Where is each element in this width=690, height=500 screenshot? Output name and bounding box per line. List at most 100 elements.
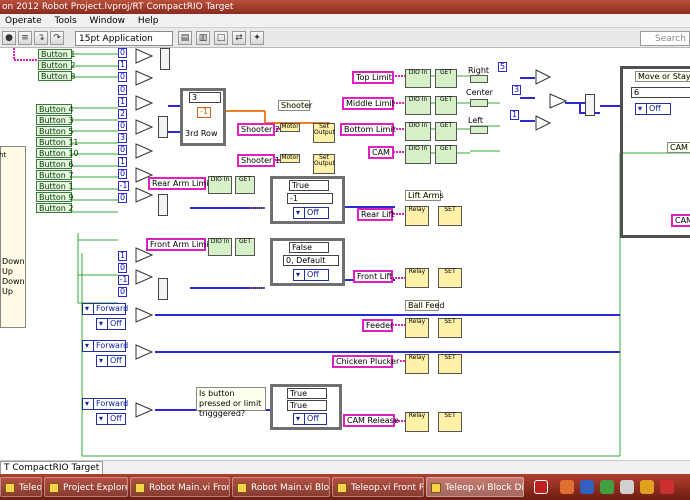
relay-block[interactable]: Relay [405, 318, 429, 338]
button-control[interactable]: Button 6 [36, 159, 73, 169]
taskbar-item[interactable]: Robot Main.vi Fron... [130, 477, 230, 497]
button-control[interactable]: Button 1 [38, 49, 75, 59]
get-block[interactable]: GET [435, 122, 457, 141]
numeric-constant[interactable]: 0 [118, 72, 127, 82]
relay-block[interactable]: Relay [405, 268, 429, 288]
compound-add-node[interactable] [585, 94, 595, 116]
acrobat-tray-icon[interactable] [534, 480, 548, 494]
cam-release-reference[interactable]: CAM Release [343, 414, 399, 427]
get-block[interactable]: GET [235, 176, 255, 194]
front-arm-limit-reference[interactable]: Front Arm Limit [146, 238, 212, 251]
menu-operate[interactable]: Operate [5, 16, 42, 26]
dio-get-block[interactable]: DIO In [405, 122, 431, 141]
middle-limit-reference[interactable]: Middle Limit [342, 97, 395, 110]
forward-ring-constant[interactable]: ▾Forward [82, 303, 128, 315]
align-icon[interactable]: ▤ [178, 31, 192, 45]
menu-tools[interactable]: Tools [54, 16, 77, 26]
numeric-constant[interactable]: 1 [510, 110, 519, 120]
menu-window[interactable]: Window [89, 16, 126, 26]
cam-reference[interactable]: CAM [671, 214, 690, 227]
off-ring-constant[interactable]: ▾Off [293, 413, 327, 425]
case-selector[interactable]: 3 [189, 92, 221, 103]
retain-wire-icon[interactable]: ≡ [18, 31, 32, 45]
off-ring-constant[interactable]: ▾Off [96, 318, 126, 330]
case-selector-inner[interactable]: True [287, 400, 327, 411]
numeric-constant[interactable]: 1 [118, 60, 127, 70]
dio-get-block[interactable]: DIO In [208, 176, 232, 194]
case-selector[interactable]: False [289, 242, 329, 253]
off-ring-constant[interactable]: ▾Off [96, 355, 126, 367]
block-diagram[interactable]: ht Down Up Down Up Button 1 Button 2 But… [0, 48, 690, 460]
off-ring-constant[interactable]: ▾Off [96, 413, 126, 425]
get-block[interactable]: GET [235, 238, 255, 256]
dio-get-block[interactable]: DIO In [405, 69, 431, 88]
off-ring-constant[interactable]: ▾Off [635, 103, 671, 115]
compound-add-node[interactable] [158, 278, 168, 300]
numeric-constant[interactable]: 3 [118, 133, 127, 143]
motor-set-output-block[interactable]: Set Output [313, 154, 335, 174]
target-label[interactable]: T CompactRIO Target [0, 461, 104, 475]
relay-set-block[interactable]: SET [438, 354, 462, 374]
lightbulb-icon[interactable]: ● [2, 31, 16, 45]
bottom-limit-reference[interactable]: Bottom Limit [340, 123, 396, 136]
shooter-2-reference[interactable]: Shooter 2 [237, 123, 280, 136]
font-selector[interactable]: 15pt Application Font [75, 31, 173, 58]
button-control[interactable]: Button 7 [36, 170, 73, 180]
step-over-icon[interactable]: ↷ [50, 31, 64, 45]
relay-block[interactable]: Relay [405, 412, 429, 432]
button-control[interactable]: Button 4 [36, 104, 73, 114]
button-control[interactable]: Button 10 [36, 148, 79, 158]
tray-icon[interactable] [660, 480, 674, 494]
case-value[interactable]: -1 [197, 107, 211, 118]
forward-ring-constant[interactable]: ▾Forward [82, 340, 128, 352]
relay-block[interactable]: Relay [405, 206, 429, 226]
step-into-icon[interactable]: ↴ [34, 31, 48, 45]
taskbar-item[interactable]: Teleop.vi - Post ... [0, 477, 42, 497]
rear-arm-limit-reference[interactable]: Rear Arm Limit [148, 177, 212, 190]
numeric-constant[interactable]: 0 [118, 145, 127, 155]
reorder-icon[interactable]: ⇄ [232, 31, 246, 45]
compound-add-node[interactable] [160, 48, 170, 70]
shooter-1-reference[interactable]: Shooter 1 [237, 154, 280, 167]
numeric-constant[interactable]: 5 [498, 62, 507, 72]
get-block[interactable]: GET [435, 145, 457, 164]
relay-block[interactable]: Relay [405, 354, 429, 374]
off-ring-constant[interactable]: ▾Off [293, 207, 329, 219]
case-selector[interactable]: 6 [631, 87, 690, 98]
taskbar-item[interactable]: Teleop.vi Block Dia... [426, 477, 524, 497]
off-ring-constant[interactable]: ▾Off [293, 269, 329, 281]
top-limit-reference[interactable]: Top Limit [352, 71, 394, 84]
button-control[interactable]: Button 11 [36, 137, 79, 147]
taskbar-item[interactable]: Project Explorer - 2... [44, 477, 128, 497]
cleanup-icon[interactable]: ✦ [250, 31, 264, 45]
dio-get-block[interactable]: DIO In [405, 145, 431, 164]
menu-help[interactable]: Help [137, 16, 159, 26]
front-lift-case-structure[interactable]: False 0, Default ▾Off [270, 238, 345, 286]
tray-icon[interactable] [640, 480, 654, 494]
taskbar-item[interactable]: Robot Main.vi Block... [232, 477, 330, 497]
search-input[interactable]: Search [640, 31, 690, 46]
forward-ring-constant[interactable]: ▾Forward [82, 398, 128, 410]
button-control[interactable]: Button 2 [36, 203, 73, 213]
compound-add-node[interactable] [158, 194, 168, 216]
button-control[interactable]: Button 2 [38, 60, 75, 70]
chicken-plucker-reference[interactable]: Chicken Plucker [332, 355, 399, 368]
front-lift-reference[interactable]: Front Lift [353, 270, 393, 283]
motor-block[interactable]: Motor [280, 123, 300, 132]
dio-get-block[interactable]: DIO In [405, 96, 431, 115]
numeric-constant[interactable]: 1 [118, 157, 127, 167]
motor-set-output-block[interactable]: Set Output [313, 123, 335, 143]
numeric-constant[interactable]: 0 [118, 169, 127, 179]
relay-set-block[interactable]: SET [438, 318, 462, 338]
numeric-constant[interactable]: -1 [118, 275, 129, 285]
relay-set-block[interactable]: SET [438, 412, 462, 432]
rear-lift-reference[interactable]: Rear Lift [357, 208, 394, 221]
numeric-constant[interactable]: 0 [118, 263, 127, 273]
motor-block[interactable]: Motor [280, 154, 300, 163]
get-block[interactable]: GET [435, 69, 457, 88]
relay-set-block[interactable]: SET [438, 206, 462, 226]
button-control[interactable]: Button 5 [36, 126, 73, 136]
get-block[interactable]: GET [435, 96, 457, 115]
button-control[interactable]: Button 8 [38, 71, 75, 81]
tray-icon[interactable] [560, 480, 574, 494]
